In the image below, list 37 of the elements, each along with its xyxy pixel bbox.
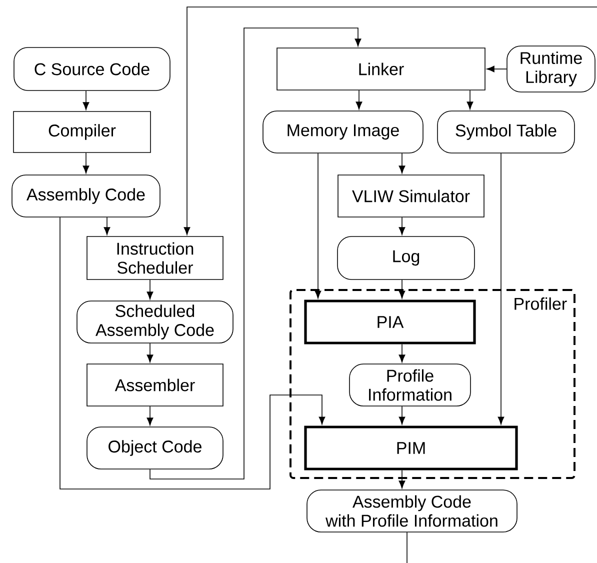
- arrow: [498, 153, 504, 425]
- process-box: Assembler: [86, 364, 224, 406]
- process-box: Instruction Scheduler: [86, 236, 224, 280]
- arrow: [314, 153, 322, 298]
- arrow: [398, 280, 406, 298]
- arrow: [146, 280, 154, 300]
- data-box: Object Code: [86, 426, 224, 470]
- data-box: Log: [337, 236, 475, 280]
- process-box: Linker: [276, 48, 486, 90]
- arrow: [146, 406, 154, 426]
- data-box: Profile Information: [349, 364, 471, 406]
- arrow: [398, 153, 406, 174]
- arrow: [82, 90, 90, 110]
- arrow: [82, 152, 90, 174]
- arrow: [398, 470, 406, 488]
- arrow: [150, 28, 362, 480]
- arrow: [466, 90, 474, 110]
- arrow: [398, 217, 406, 235]
- process-box: Compiler: [13, 111, 151, 153]
- process-box: PIM: [304, 426, 518, 470]
- data-box: Symbol Table: [437, 110, 575, 154]
- data-box: Scheduled Assembly Code: [76, 300, 234, 344]
- process-box: VLIW Simulator: [338, 174, 484, 218]
- data-box: Assembly Code with Profile Information: [306, 490, 518, 532]
- arrow: [398, 406, 406, 425]
- arrow: [398, 344, 406, 362]
- arrow: [356, 90, 362, 110]
- arrow: [104, 217, 110, 235]
- data-box: Assembly Code: [12, 174, 160, 218]
- data-box: Runtime Library: [506, 46, 596, 92]
- data-box: C Source Code: [14, 47, 170, 91]
- arrow: [486, 66, 507, 72]
- arrow: [146, 343, 154, 362]
- process-box: PIA: [304, 300, 476, 344]
- arrow: [60, 217, 326, 490]
- data-box: Memory Image: [262, 110, 424, 154]
- feedback-arrow: [184, 6, 597, 563]
